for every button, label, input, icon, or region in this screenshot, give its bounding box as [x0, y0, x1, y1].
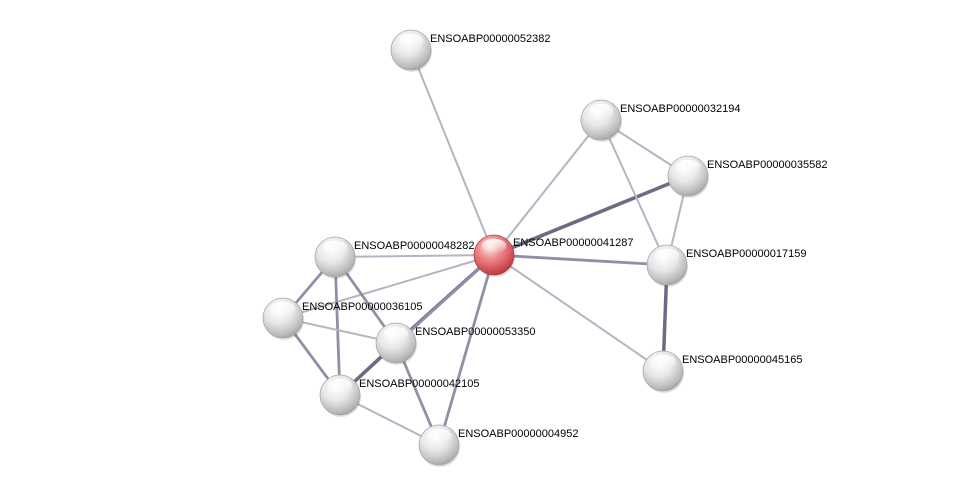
node-n32194[interactable] — [580, 99, 622, 142]
node-n36105[interactable] — [262, 297, 304, 340]
node-label-n45165[interactable]: ENSOABP00000045165 — [682, 354, 802, 366]
query-node-n41287[interactable] — [473, 234, 515, 277]
edge-n48282-n42105[interactable] — [333, 255, 342, 397]
node-highlight — [270, 301, 296, 317]
node-n45165[interactable] — [642, 350, 684, 393]
node-highlight — [398, 33, 424, 49]
node-highlight — [588, 103, 614, 119]
node-n52382[interactable] — [390, 29, 432, 72]
edge-n32194-n17159[interactable] — [600, 119, 668, 266]
edge-n41287-n45165[interactable] — [493, 254, 664, 372]
node-label-n17159[interactable]: ENSOABP00000017159 — [686, 248, 806, 260]
node-n4952[interactable] — [418, 424, 460, 467]
node-label-n4952[interactable]: ENSOABP00000004952 — [458, 428, 578, 440]
node-highlight — [650, 354, 676, 370]
node-highlight — [675, 159, 701, 175]
node-highlight — [426, 428, 452, 444]
node-highlight — [654, 248, 680, 264]
node-label-n36105[interactable]: ENSOABP00000036105 — [302, 301, 422, 313]
node-label-n32194[interactable]: ENSOABP00000032194 — [620, 103, 740, 115]
edge-n41287-n35582[interactable] — [492, 174, 690, 257]
node-label-n42105[interactable]: ENSOABP00000042105 — [359, 378, 479, 390]
node-label-n53350[interactable]: ENSOABP00000053350 — [415, 326, 535, 338]
edge-n41287-n52382[interactable] — [410, 49, 495, 256]
node-label-n52382[interactable]: ENSOABP00000052382 — [430, 33, 550, 45]
node-n48282[interactable] — [314, 236, 356, 279]
node-label-n41287[interactable]: ENSOABP00000041287 — [513, 237, 633, 249]
node-highlight — [327, 378, 353, 394]
node-highlight — [322, 240, 348, 256]
edge-n41287-n17159[interactable] — [492, 253, 669, 267]
node-n53350[interactable] — [375, 322, 417, 365]
node-n35582[interactable] — [667, 155, 709, 198]
node-highlight — [481, 238, 507, 254]
node-layer — [262, 29, 709, 467]
node-label-n48282[interactable]: ENSOABP00000048282 — [354, 240, 474, 252]
edge-n41287-n48282[interactable] — [334, 254, 495, 258]
node-highlight — [383, 326, 409, 342]
edge-n41287-n4952[interactable] — [437, 253, 496, 447]
edge-n41287-n36105[interactable] — [282, 254, 495, 319]
edge-n41287-n32194[interactable] — [493, 119, 602, 256]
node-n17159[interactable] — [646, 244, 688, 287]
node-label-n35582[interactable]: ENSOABP00000035582 — [707, 159, 827, 171]
label-layer: ENSOABP00000041287 ENSOABP00000052382ENSO… — [302, 33, 827, 440]
node-n42105[interactable] — [319, 374, 361, 417]
